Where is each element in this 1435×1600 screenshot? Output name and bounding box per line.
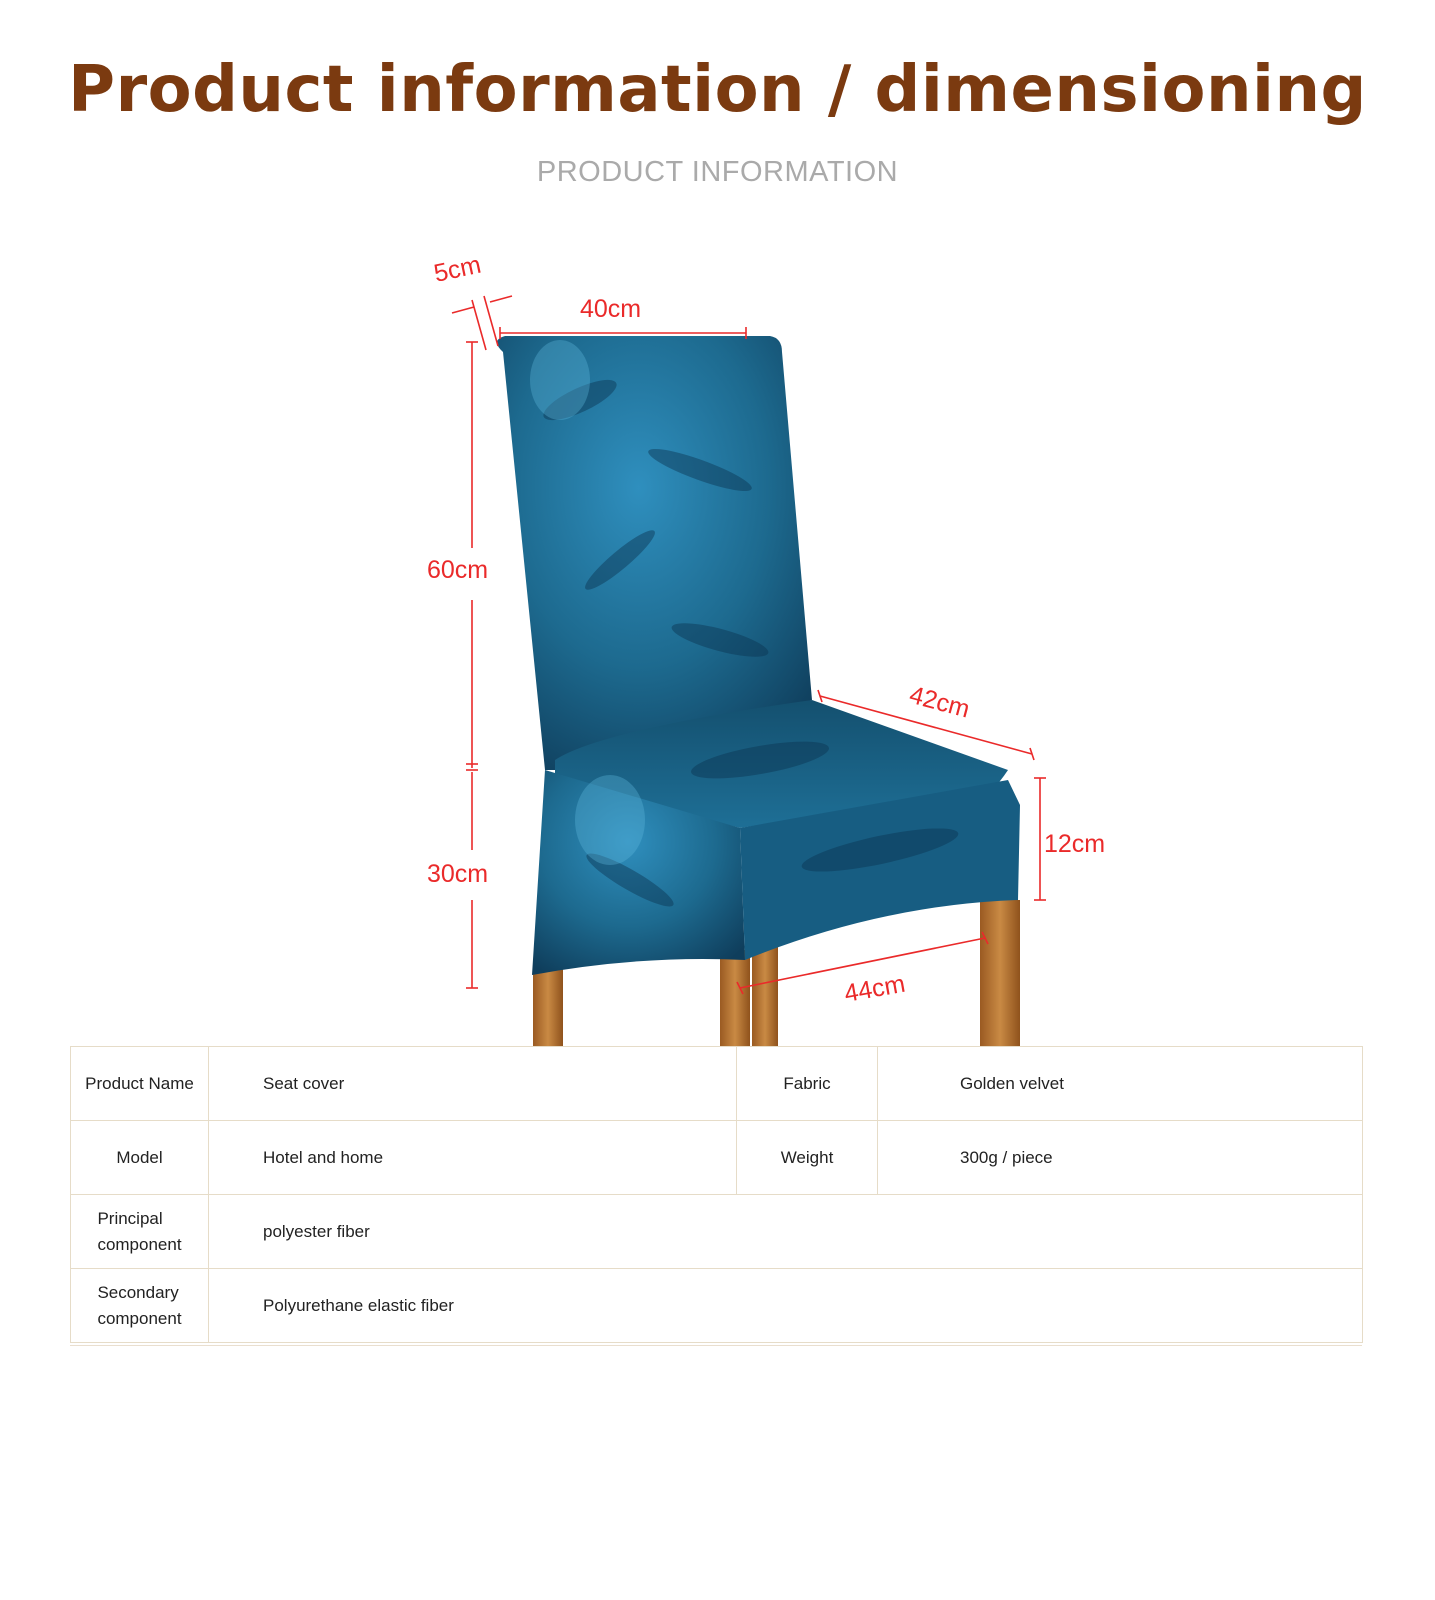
principal-label-line-1: Principal [97,1208,163,1228]
dim-tick [981,931,989,945]
velvet-fleck [586,853,674,907]
velvet-fleck [691,741,829,779]
weight-value: 300g / piece [877,1120,1363,1195]
dim-line-thickness-left [471,299,487,351]
velvet-fleck [801,828,959,872]
dim-tick [817,689,823,703]
fabric-value: Golden velvet [877,1046,1363,1121]
velvet-fleck [543,379,617,421]
seat-cover-skirt-front [740,780,1020,960]
principal-component-label: Principal component [70,1194,209,1269]
velvet-fleck [648,448,752,492]
dim-label-seat-width: 44cm [842,970,907,1008]
model-label: Model [70,1120,209,1195]
dim-tick [736,981,744,995]
principal-component-value: polyester fiber [208,1194,1363,1269]
table-row: Secondary component Polyurethane elastic… [70,1268,1363,1343]
velvet-sheen [530,340,645,865]
product-name-label: Product Name [70,1046,209,1121]
velvet-fleck [671,623,769,657]
table-row: Principal component polyester fiber [70,1194,1363,1269]
dim-label-seat-depth: 42cm [906,681,972,724]
dim-arrow-right [489,295,513,303]
dimension-labels: 5cm 40cm 60cm 30cm 42cm 12cm 44cm [427,251,1105,1008]
secondary-component-label-text: Secondary component [97,1280,181,1332]
table-bottom-rule [70,1345,1362,1346]
back-right-leg [980,900,1020,1047]
front-left-leg [533,960,563,1047]
page-subtitle: PRODUCT INFORMATION [536,156,899,188]
velvet-fleck [585,530,655,590]
dim-label-back-width: 40cm [580,295,641,323]
product-name-value: Seat cover [208,1046,737,1121]
model-value: Hotel and home [208,1120,737,1195]
dim-line-seat-depth [819,695,1033,755]
secondary-label-line-1: Secondary [97,1282,179,1302]
secondary-component-label: Secondary component [70,1268,209,1343]
page-title: Product information / dimensioning [68,53,1367,127]
dim-line-thickness-right [483,295,499,347]
dim-label-back-height: 60cm [427,556,488,584]
dim-label-leg-height: 30cm [427,860,488,888]
secondary-component-value: Polyurethane elastic fiber [208,1268,1363,1343]
table-row: Product Name Seat cover Fabric Golden ve… [70,1046,1363,1121]
chair-cover [496,336,1020,975]
velvet-highlight [530,340,590,420]
seat-cover-top [555,700,1008,828]
seat-cover-back [496,336,812,770]
dim-label-thickness: 5cm [431,251,483,288]
velvet-highlight [575,775,645,865]
chair-legs [533,900,1020,1047]
dim-arrow-left [451,306,475,314]
principal-label-line-2: component [97,1234,182,1254]
chair-dimension-figure: 5cm 40cm 60cm 30cm 42cm 12cm 44cm [427,251,1105,1047]
fabric-label: Fabric [736,1046,878,1121]
dimension-lines [451,295,1046,995]
table-row: Model Hotel and home Weight 300g / piece [70,1120,1363,1195]
principal-component-label-text: Principal component [97,1206,181,1258]
dim-label-seat-skirt: 12cm [1044,830,1105,858]
secondary-label-line-2: component [97,1308,182,1328]
dim-tick [1029,747,1035,761]
spec-table: Product Name Seat cover Fabric Golden ve… [70,1046,1363,1343]
weight-label: Weight [736,1120,878,1195]
back-left-leg [752,940,778,1047]
front-right-leg [720,950,750,1047]
seat-cover-skirt-side [532,770,745,975]
velvet-texture [543,379,959,907]
dim-line-seat-width [739,937,986,989]
